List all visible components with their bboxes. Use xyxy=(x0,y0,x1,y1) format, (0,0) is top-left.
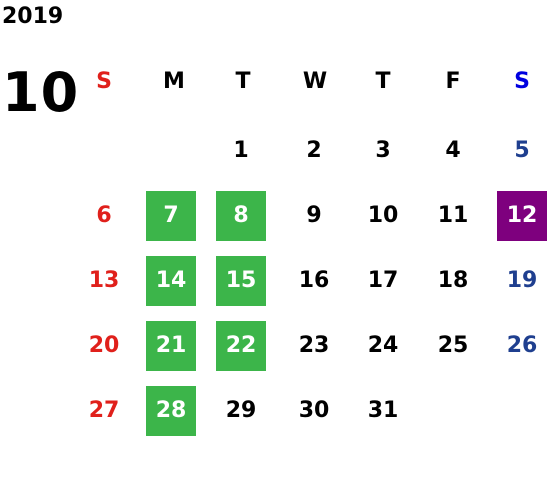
day-cell-26: 26 xyxy=(506,333,538,358)
day-cell-11: 11 xyxy=(437,203,469,228)
day-cell-15: 15 xyxy=(216,256,266,306)
day-cell-12: 12 xyxy=(497,191,547,241)
weekday-header-tue: T xyxy=(235,69,251,94)
day-cell-13: 13 xyxy=(88,268,120,293)
month-label: 10 xyxy=(2,61,80,124)
day-cell-18: 18 xyxy=(437,268,469,293)
weekday-header-mon: M xyxy=(163,69,185,94)
weekday-header-wed: W xyxy=(302,69,328,94)
day-cell-4: 4 xyxy=(445,138,461,163)
day-cell-24: 24 xyxy=(367,333,399,358)
day-cell-2: 2 xyxy=(306,138,322,163)
weekday-header-thu: T xyxy=(375,69,391,94)
day-cell-3: 3 xyxy=(375,138,391,163)
year-label: 2019 xyxy=(2,4,64,29)
day-cell-16: 16 xyxy=(298,268,330,293)
day-cell-14: 14 xyxy=(146,256,196,306)
day-cell-17: 17 xyxy=(367,268,399,293)
day-cell-25: 25 xyxy=(437,333,469,358)
day-cell-19: 19 xyxy=(506,268,538,293)
day-cell-5: 5 xyxy=(514,138,530,163)
day-cell-27: 27 xyxy=(88,398,120,423)
day-cell-7: 7 xyxy=(146,191,196,241)
weekday-header-fri: F xyxy=(445,69,461,94)
day-cell-28: 28 xyxy=(146,386,196,436)
day-cell-21: 21 xyxy=(146,321,196,371)
day-cell-10: 10 xyxy=(367,203,399,228)
weekday-header-sun: S xyxy=(96,69,112,94)
day-cell-22: 22 xyxy=(216,321,266,371)
day-cell-29: 29 xyxy=(225,398,257,423)
day-cell-8: 8 xyxy=(216,191,266,241)
day-cell-23: 23 xyxy=(298,333,330,358)
day-cell-6: 6 xyxy=(96,203,112,228)
day-cell-20: 20 xyxy=(88,333,120,358)
day-cell-30: 30 xyxy=(298,398,330,423)
day-cell-1: 1 xyxy=(233,138,249,163)
weekday-header-sat: S xyxy=(514,69,530,94)
day-cell-31: 31 xyxy=(367,398,399,423)
day-cell-9: 9 xyxy=(306,203,322,228)
